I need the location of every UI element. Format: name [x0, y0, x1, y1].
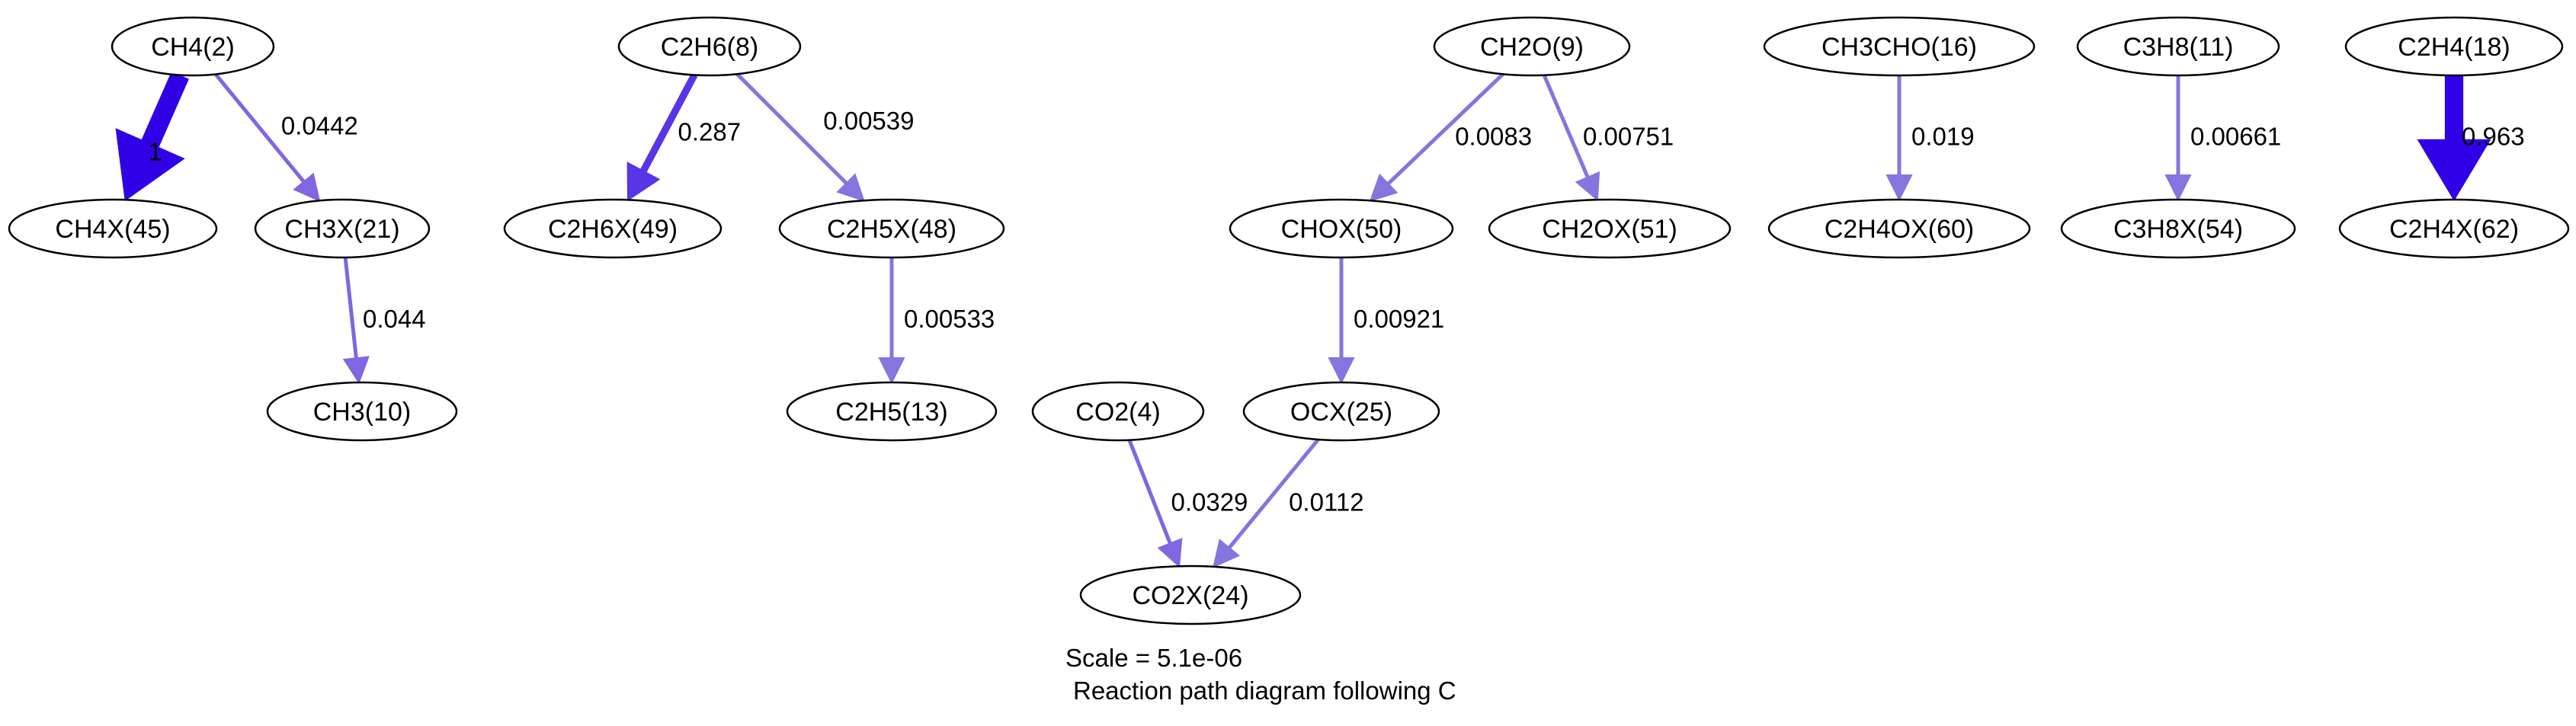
edge-arrowhead	[1369, 173, 1399, 202]
species-label: CH2OX(51)	[1542, 215, 1677, 244]
edge-arrowhead	[115, 128, 185, 202]
edge-flux-label: 0.044	[363, 305, 426, 333]
species-label: C2H4X(62)	[2389, 215, 2519, 244]
edge-arrowhead	[2164, 174, 2192, 202]
species-node-n_ch3: CH3(10)	[266, 381, 458, 442]
species-label: CH4X(45)	[55, 215, 170, 244]
species-node-n_c2h5x: C2H5X(48)	[778, 198, 1005, 259]
edge-arrowhead	[836, 173, 865, 202]
reaction-edge-n_chox-to-n_ocx: 0.00921	[1328, 257, 1444, 385]
species-node-n_c2h4x: C2H4X(62)	[2338, 198, 2570, 259]
edge-flux-label: 0.00751	[1583, 122, 1674, 150]
edge-line	[1542, 74, 1590, 178]
edge-flux-label: 0.019	[1911, 123, 1975, 151]
species-label: CH3X(21)	[284, 215, 399, 244]
species-label: CH3CHO(16)	[1821, 33, 1977, 62]
species-label: CHOX(50)	[1281, 215, 1402, 244]
species-node-n_ch3x: CH3X(21)	[254, 198, 431, 259]
species-node-n_c2h6x: C2H6X(49)	[503, 198, 722, 259]
reaction-edge-n_co2-to-n_co2x: 0.0329	[1127, 439, 1248, 568]
edge-flux-label: 0.963	[2462, 123, 2525, 151]
edge-arrowhead	[1328, 357, 1355, 385]
species-node-n_c3h8x: C3H8X(54)	[2060, 198, 2296, 259]
reaction-edge-n_ch4-to-n_ch3x: 0.0442	[213, 72, 358, 203]
edge-arrowhead	[342, 356, 370, 385]
reaction-edge-n_ch3cho-to-n_c2h4ox: 0.019	[1886, 75, 1975, 202]
species-label: CH3(10)	[313, 398, 411, 427]
edge-flux-label: 0.0329	[1171, 488, 1248, 516]
edge-arrowhead	[626, 162, 661, 202]
species-label: C2H4(18)	[2398, 33, 2510, 62]
species-label: C2H4OX(60)	[1825, 215, 1975, 244]
species-node-n_ch2ox: CH2OX(51)	[1488, 198, 1732, 259]
species-node-n_ch4: CH4(2)	[111, 16, 275, 77]
edge-line	[1227, 438, 1320, 549]
species-node-n_ch2o: CH2O(9)	[1433, 16, 1631, 77]
edge-line	[213, 72, 306, 184]
edge-flux-label: 0.0442	[281, 111, 358, 139]
edge-flux-label: 0.00533	[904, 305, 995, 333]
reaction-edge-n_c2h4-to-n_c2h4x: 0.963	[2417, 75, 2525, 201]
edges-layer: 1 0.0442 0.044 0.287 0.00539 0.00533 0.0083 0.0…	[115, 71, 2525, 568]
edge-flux-label: 0.0083	[1455, 122, 1532, 150]
edge-arrowhead	[878, 357, 905, 385]
species-label: C2H6X(49)	[548, 215, 678, 244]
scale-text: Scale = 5.1e-06	[1065, 644, 1242, 672]
edge-arrowhead	[293, 172, 321, 203]
species-label: CH4(2)	[151, 33, 235, 62]
edge-line	[735, 72, 848, 185]
edge-flux-label: 0.287	[678, 117, 742, 146]
edge-arrowhead	[1213, 539, 1241, 568]
reaction-edge-n_ch3x-to-n_ch3: 0.044	[342, 257, 426, 385]
reaction-edge-n_ch4-to-n_ch4x: 1	[115, 71, 189, 202]
species-label: C2H6(8)	[661, 33, 758, 62]
edge-line	[1127, 439, 1172, 545]
reaction-edge-n_c3h8-to-n_c3h8x: 0.00661	[2164, 75, 2281, 202]
species-node-n_co2x: CO2X(24)	[1079, 564, 1302, 625]
species-label: CO2(4)	[1075, 398, 1160, 427]
diagram-subtitle: Reaction path diagram following C	[1073, 676, 1456, 705]
reaction-edge-n_ocx-to-n_co2x: 0.0112	[1213, 438, 1364, 568]
species-node-n_c2h5: C2H5(13)	[786, 381, 998, 442]
species-node-n_co2: CO2(4)	[1031, 381, 1205, 442]
species-label: OCX(25)	[1290, 398, 1392, 427]
edge-flux-label: 0.0112	[1289, 488, 1363, 516]
species-node-n_ch4x: CH4X(45)	[8, 198, 218, 259]
nodes-layer: CH4(2) CH4X(45) CH3X(21) CH3(10) C2H6(8)…	[8, 16, 2570, 625]
reaction-edge-n_ch2o-to-n_ch2ox: 0.00751	[1542, 74, 1674, 202]
species-node-n_ch3cho: CH3CHO(16)	[1763, 16, 2036, 77]
species-label: C2H5X(48)	[827, 215, 956, 244]
species-label: C3H8X(54)	[2113, 215, 2243, 244]
edge-line	[639, 73, 698, 173]
edge-arrowhead	[1575, 171, 1600, 202]
species-node-n_ocx: OCX(25)	[1242, 381, 1440, 442]
caption: Scale = 5.1e-06 Reaction path diagram fo…	[1065, 644, 1456, 705]
species-label: C2H5(13)	[835, 398, 947, 427]
species-node-n_c2h4: C2H4(18)	[2344, 16, 2564, 77]
edge-line	[1386, 72, 1504, 186]
edge-flux-label: 1	[149, 137, 162, 165]
reaction-edge-n_ch2o-to-n_chox: 0.0083	[1369, 72, 1532, 202]
species-label: CH2O(9)	[1480, 33, 1584, 62]
edge-flux-label: 0.00921	[1354, 305, 1444, 333]
reaction-edge-n_c2h6-to-n_c2h5x: 0.00539	[735, 72, 915, 202]
edge-flux-label: 0.00539	[823, 107, 914, 135]
species-label: C3H8(11)	[2123, 33, 2234, 62]
reaction-edge-n_c2h6-to-n_c2h6x: 0.287	[626, 73, 742, 202]
edge-line	[141, 71, 189, 149]
edge-flux-label: 0.00661	[2190, 123, 2281, 151]
species-node-n_chox: CHOX(50)	[1229, 198, 1454, 259]
edge-arrowhead	[1886, 174, 1913, 202]
species-node-n_c3h8: C3H8(11)	[2076, 16, 2280, 77]
species-node-n_c2h4ox: C2H4OX(60)	[1767, 198, 2031, 259]
edge-arrowhead	[2417, 139, 2491, 201]
edge-arrowhead	[1157, 538, 1183, 568]
reaction-edge-n_c2h5x-to-n_c2h5: 0.00533	[878, 257, 995, 385]
species-node-n_c2h6: C2H6(8)	[617, 16, 802, 77]
species-label: CO2X(24)	[1132, 581, 1248, 610]
edge-line	[343, 257, 358, 359]
